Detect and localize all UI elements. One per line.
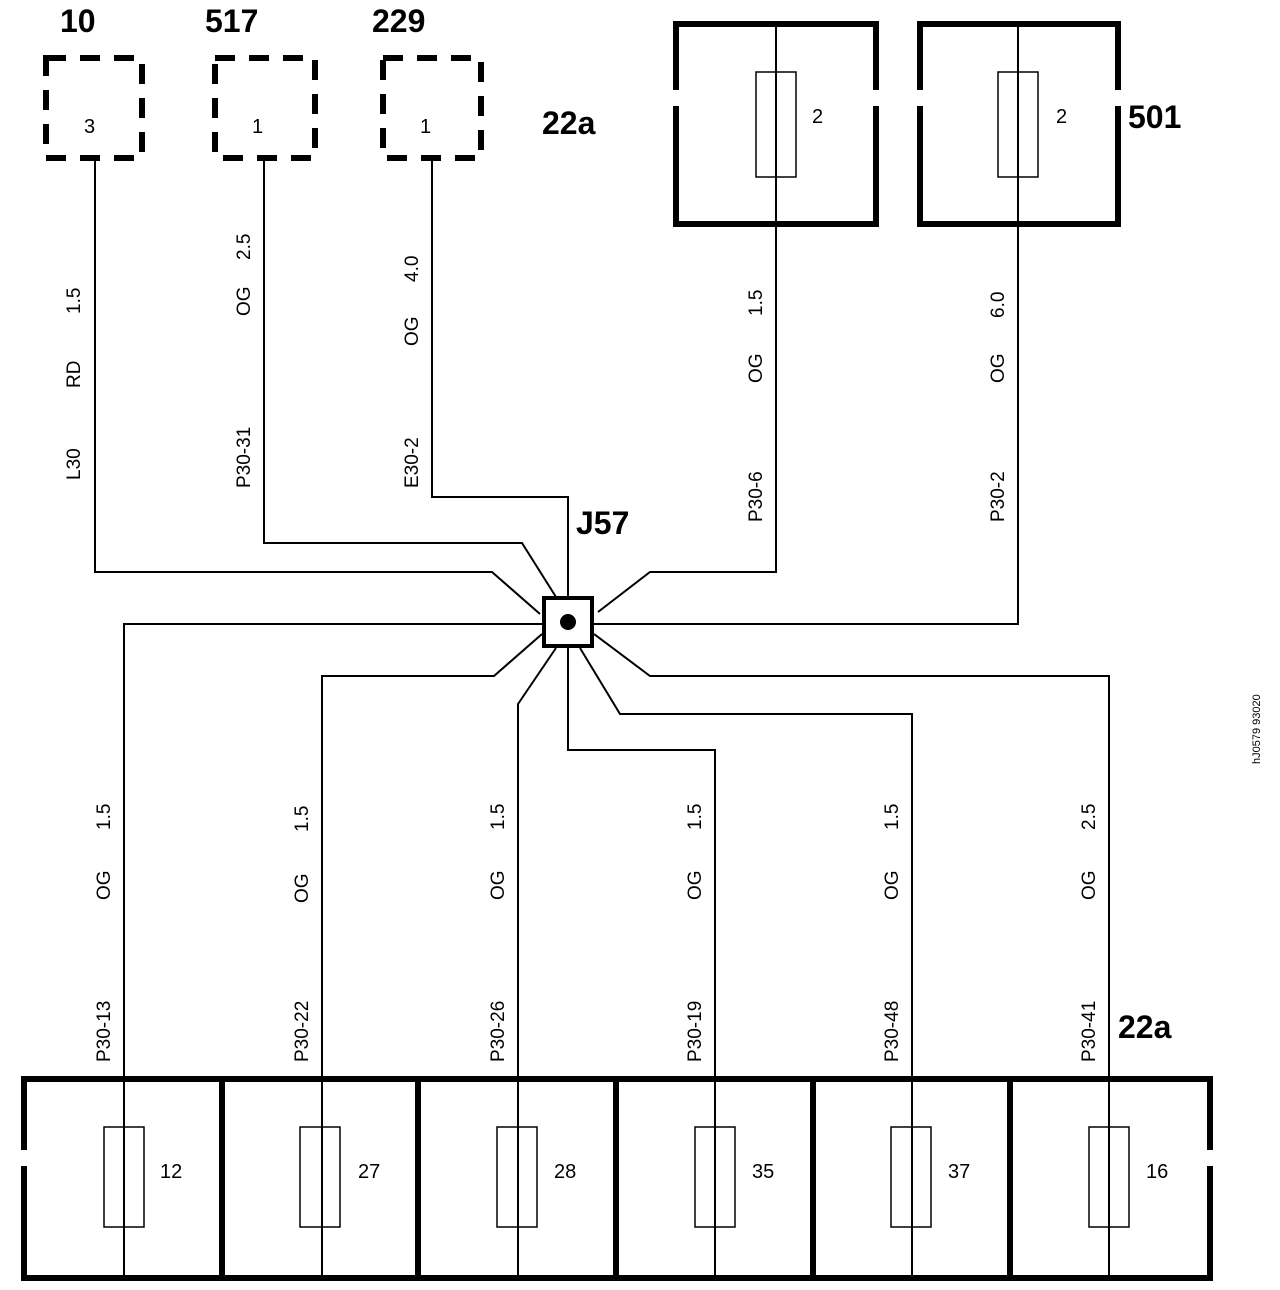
bottom-wire-labels: P30-13 OG 1.5 P30-22 OG 1.5 P30-26 OG 1.… [94,804,1100,1062]
wire-p30-41-circuit: P30-41 [1079,1001,1100,1062]
fuse-35-number: 35 [752,1161,774,1183]
wire-l30-circuit: L30 [64,448,85,480]
wire-e30-2-color: OG [402,316,423,346]
wire-p30-22-color: OG [292,873,313,903]
wire-p30-2-gauge: 6.0 [988,292,1009,318]
connector-10: 10 3 [43,3,145,161]
connector-517: 517 1 [205,3,318,161]
fuse-27: 27 [299,1079,380,1278]
wire-p30-2-color: OG [988,353,1009,383]
fuse-16: 16 [1088,1079,1168,1278]
top-fuse-1-number: 2 [812,106,823,128]
fuse-16-number: 16 [1146,1161,1168,1183]
wire-p30-19-circuit: P30-19 [685,1001,706,1062]
wire-p30-48-gauge: 1.5 [882,804,903,830]
wire-p30-48-color: OG [882,870,903,900]
wire-p30-19-color: OG [685,870,706,900]
wire-e30-2-circuit: E30-2 [402,437,423,488]
fuse-27-number: 27 [358,1161,380,1183]
wire-p30-6-circuit: P30-6 [746,471,767,522]
fuse-28-number: 28 [554,1161,576,1183]
wire-p30-31-circuit: P30-31 [234,427,255,488]
wire-e30-2-gauge: 4.0 [402,256,423,282]
connector-517-pin: 1 [252,116,263,138]
wire-p30-13-color: OG [94,870,115,900]
bottom-wires [123,623,1110,1078]
top-fuse-2-number: 2 [1056,106,1067,128]
top-fuse-box-2: 2 [917,21,1121,227]
wire-p30-13-gauge: 1.5 [94,804,115,830]
fuse-37-number: 37 [948,1161,970,1183]
fuse-12-number: 12 [160,1161,182,1183]
wire-p30-26-color: OG [488,870,509,900]
top-fuse-box-label: 22a [542,105,596,141]
top-wires [94,158,1019,625]
wire-p30-31-gauge: 2.5 [234,234,255,260]
fuse-501-label: 501 [1128,99,1181,135]
junction-j57: J57 [542,505,629,648]
reference-code: hJ0579 93020 [1251,694,1263,764]
wire-p30-22-circuit: P30-22 [292,1001,313,1062]
wire-p30-2-circuit: P30-2 [988,471,1009,522]
wire-p30-48-circuit: P30-48 [882,1001,903,1062]
wire-p30-41-color: OG [1079,870,1100,900]
connector-229: 229 1 [372,3,484,161]
fuse-35: 35 [694,1079,774,1278]
connector-10-pin: 3 [84,116,95,138]
wire-p30-31-color: OG [234,286,255,316]
bottom-fuse-box: 12 27 28 35 37 16 [21,1076,1213,1281]
top-wire-labels: L30 RD 1.5 P30-31 OG 2.5 E30-2 OG 4.0 P3… [64,234,1009,522]
connector-517-label: 517 [205,3,258,39]
wire-l30-color: RD [64,361,85,388]
wire-p30-6-gauge: 1.5 [746,290,767,316]
wire-p30-26-circuit: P30-26 [488,1001,509,1062]
wire-p30-6-color: OG [746,353,767,383]
wire-p30-26-gauge: 1.5 [488,804,509,830]
fuse-28: 28 [496,1079,576,1278]
connector-229-label: 229 [372,3,425,39]
connector-229-pin: 1 [420,116,431,138]
wire-p30-13-circuit: P30-13 [94,1001,115,1062]
fuse-12: 12 [103,1079,182,1278]
wire-p30-19-gauge: 1.5 [685,804,706,830]
connector-10-label: 10 [60,3,96,39]
bottom-fuse-box-label: 22a [1118,1009,1172,1045]
fuse-37: 37 [890,1079,970,1278]
top-fuse-box-1: 2 [673,21,879,227]
wire-p30-22-gauge: 1.5 [292,806,313,832]
wire-p30-41-gauge: 2.5 [1079,804,1100,830]
wire-l30-gauge: 1.5 [64,288,85,314]
junction-label: J57 [576,505,629,541]
